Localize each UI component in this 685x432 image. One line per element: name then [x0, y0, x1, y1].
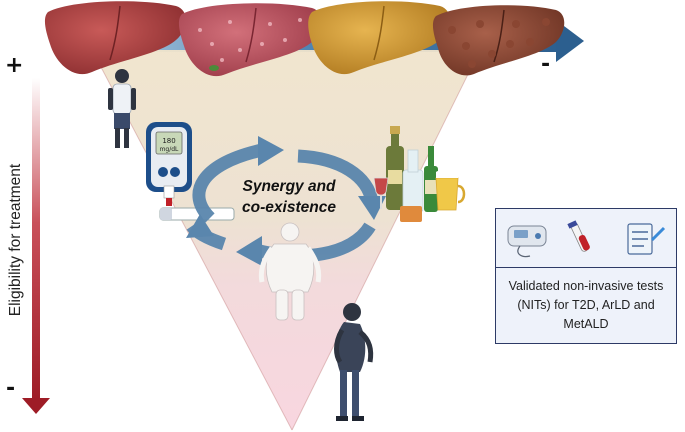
nits-line2: (NITs) for T2D, ArLD and: [517, 298, 655, 312]
alcohol-drinks-icon: [373, 126, 466, 222]
spotted-liver-icon: [178, 3, 322, 77]
cycle-arrowhead-left: [186, 214, 214, 238]
elderly-person-icon: [334, 303, 374, 421]
nits-icon-strip: [496, 209, 676, 268]
nits-line1: Validated non-invasive tests: [508, 279, 664, 293]
progression-minus-sign: -: [541, 52, 551, 77]
cycle-arrowhead-top: [258, 136, 284, 166]
eligibility-axis-arrow: [22, 78, 50, 414]
obese-person-icon: [258, 222, 322, 321]
nits-box: Validated non-invasive tests (NITs) for …: [495, 208, 677, 344]
nits-description: Validated non-invasive tests (NITs) for …: [496, 277, 676, 334]
synergy-label-line2: co-existence: [242, 199, 336, 216]
cirrhotic-liver-icon: [432, 5, 565, 76]
cycle-arrowhead-bottom: [236, 236, 262, 266]
fatty-liver-icon: [308, 1, 450, 75]
glucometer-icon: 180 mg/dL: [146, 122, 192, 206]
synergy-label-line1: Synergy and: [242, 178, 336, 195]
synergy-label: Synergy and co-existence: [214, 176, 364, 218]
axis-label: Eligibility for treatment: [7, 163, 24, 317]
young-person-icon: [108, 69, 136, 148]
nits-line3: MetALD: [563, 317, 609, 331]
axis-minus-sign: -: [6, 376, 16, 401]
cycle-arrowhead-right: [358, 196, 386, 220]
axis-plus-sign: +: [5, 53, 24, 78]
glucometer-unit: mg/dL: [160, 146, 179, 153]
healthy-liver-icon: [44, 1, 186, 75]
glucometer-value: 180: [162, 137, 175, 145]
